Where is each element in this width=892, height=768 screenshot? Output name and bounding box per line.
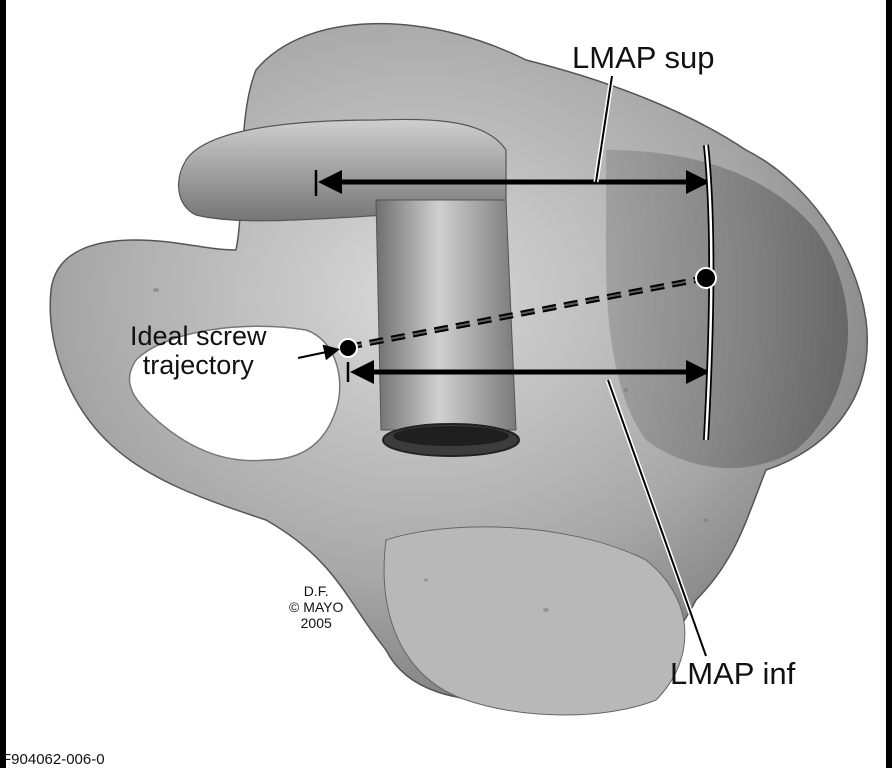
lateral-mass-shadow	[606, 150, 849, 469]
vertebral-artery-vertical	[375, 199, 517, 431]
ideal-screw-label-line1: Ideal screw	[130, 321, 267, 351]
inferior-process	[383, 526, 686, 716]
lmap-inf-label: LMAP inf	[670, 656, 796, 691]
bone-texture	[153, 288, 789, 612]
arch-opening	[128, 325, 341, 462]
credit-line1: D.F.	[303, 583, 329, 599]
credit-line3: 2005	[300, 615, 332, 631]
credit-line2: © MAYO	[289, 599, 344, 615]
ideal-leader	[297, 344, 340, 361]
trajectory-exit-point	[695, 267, 717, 289]
ideal-screw-trajectory-line	[347, 275, 707, 350]
figure-id: F904062-006-0	[6, 751, 105, 768]
ideal-screw-label-line2: trajectory	[142, 350, 254, 380]
lmap-sup-label: LMAP sup	[572, 40, 715, 75]
illustration-frame: LMAP sup LMAP inf Ideal screw trajectory…	[6, 0, 886, 768]
anatomical-illustration	[49, 23, 868, 716]
ideal-screw-label: Ideal screw trajectory	[130, 322, 267, 380]
illustrator-credit: D.F. © MAYO 2005	[289, 583, 343, 631]
trajectory-entry-point	[338, 338, 358, 358]
